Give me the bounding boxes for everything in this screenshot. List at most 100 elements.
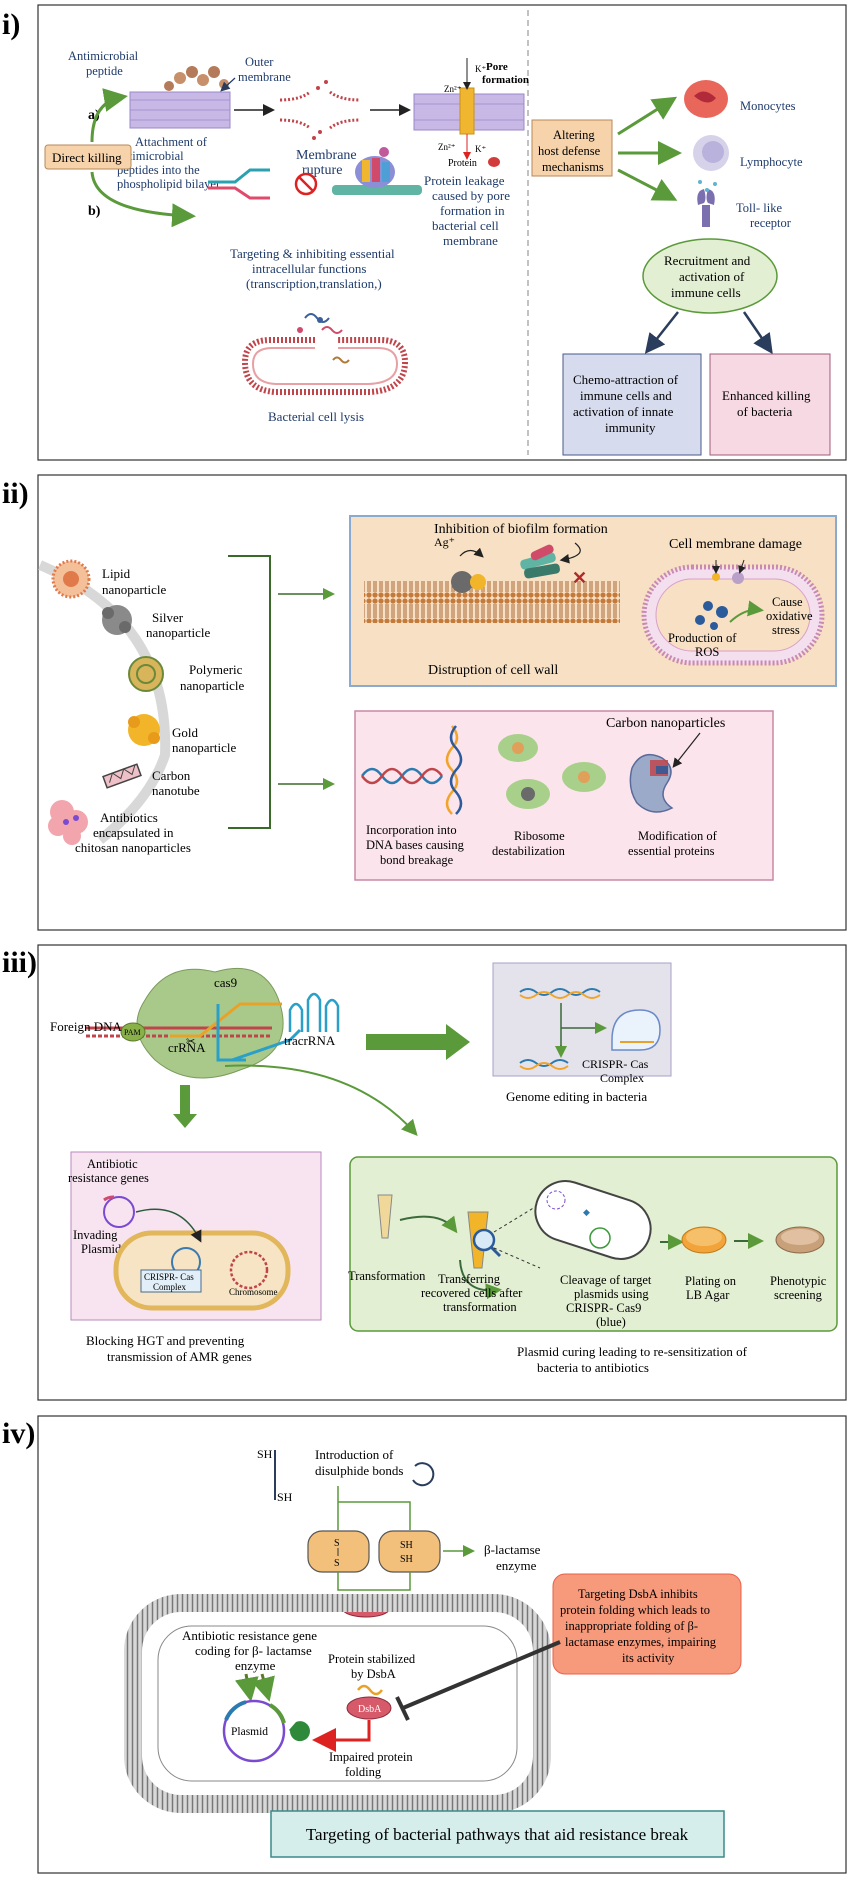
silver-nanoparticle-icon bbox=[102, 605, 132, 635]
membrane-bilayer bbox=[364, 581, 620, 623]
sh-top: SH bbox=[257, 1447, 273, 1461]
big-arrow-right bbox=[366, 1024, 470, 1060]
dna-strand-icon bbox=[208, 168, 270, 200]
agar-plate-icon bbox=[681, 1226, 727, 1254]
crispr-complex-icon bbox=[611, 1009, 661, 1051]
targeting-dsba-3: inappropriate folding of β- bbox=[565, 1619, 698, 1633]
down-arrow bbox=[173, 1085, 197, 1128]
dna-1: Incorporation into bbox=[366, 823, 457, 837]
antibiotics-1: Antibiotics bbox=[100, 810, 158, 825]
tube-icon bbox=[377, 1194, 393, 1239]
cleavage-3: CRISPR- Cas9 bbox=[566, 1301, 641, 1315]
protein-leakage-2: caused by pore bbox=[432, 188, 510, 203]
recruitment-ellipse bbox=[642, 238, 778, 314]
modification-1: Modification of bbox=[638, 829, 718, 843]
altering-3: mechanisms bbox=[542, 160, 604, 174]
recruitment-3: immune cells bbox=[671, 285, 741, 300]
invading-2: Plasmid bbox=[81, 1242, 122, 1256]
attachment-4: phospholipid bilayer bbox=[117, 177, 221, 191]
lipid-2: nanoparticle bbox=[102, 582, 166, 597]
ion-k-bottom: K⁺ bbox=[475, 144, 486, 154]
sh-r2: SH bbox=[400, 1554, 413, 1565]
pam-label: PAM bbox=[124, 1028, 141, 1037]
peptide-label-2: peptide bbox=[86, 64, 123, 78]
introduction-1: Introduction of bbox=[315, 1447, 394, 1462]
membrane-damage-label: Cell membrane damage bbox=[669, 537, 802, 552]
path-b-label: b) bbox=[88, 204, 101, 219]
cleavage-4: (blue) bbox=[596, 1315, 626, 1329]
summary-banner bbox=[270, 1810, 725, 1858]
ribosome-icon bbox=[498, 734, 606, 809]
nanoparticle-arc bbox=[38, 560, 171, 844]
dsba-cell-label: DsbA bbox=[358, 1704, 382, 1715]
plasmid-label: Plasmid bbox=[231, 1726, 268, 1738]
lysed-cell-icon bbox=[241, 313, 409, 395]
ribosome-2: destabilization bbox=[492, 844, 566, 858]
peptide-label-1: Antimicrobial bbox=[68, 49, 139, 63]
cas9-protein bbox=[136, 967, 284, 1079]
protein-structure-icon bbox=[629, 753, 674, 813]
crispr-box-1: CRISPR- Cas bbox=[144, 1272, 194, 1282]
membrane-rupture-1: Membrane bbox=[296, 148, 357, 163]
panel-label-iii: iii) bbox=[2, 946, 37, 979]
tube-magnifier-icon bbox=[467, 1211, 502, 1269]
chemo-2: immune cells and bbox=[580, 388, 672, 403]
polymeric-nanoparticle-icon bbox=[128, 656, 164, 692]
sh-r1: SH bbox=[400, 1540, 413, 1551]
cleavage-1: Cleavage of target bbox=[560, 1273, 652, 1287]
pacman-enzyme-icon bbox=[289, 1721, 310, 1742]
oxidative-3: stress bbox=[772, 623, 800, 637]
protein-leakage-5: membrane bbox=[443, 233, 498, 248]
ros-1: Production of bbox=[668, 631, 737, 645]
ros-2: ROS bbox=[695, 645, 719, 659]
dna-3: bond breakage bbox=[380, 853, 454, 867]
inhibition-line bbox=[402, 1640, 561, 1710]
chemo-3: activation of innate bbox=[573, 404, 674, 419]
screening-plate-icon bbox=[775, 1226, 825, 1254]
outer-membrane-label-1: Outer bbox=[245, 55, 274, 69]
oxidative-1: Cause bbox=[772, 595, 803, 609]
lymphocyte-label: Lymphocyte bbox=[740, 155, 803, 169]
panel-label-i: i) bbox=[2, 8, 20, 41]
dsba-cell-icon bbox=[346, 1696, 392, 1720]
curing-1: Plasmid curing leading to re-sensitizati… bbox=[517, 1344, 748, 1359]
attachment-3: peptides into the bbox=[117, 163, 200, 177]
targeting-dsba-2: protein folding which leads to bbox=[560, 1603, 710, 1617]
silver-2: nanoparticle bbox=[146, 625, 210, 640]
gold-1: Gold bbox=[172, 725, 199, 740]
ion-k-top: K⁺ bbox=[475, 64, 486, 74]
altering-box bbox=[531, 119, 613, 177]
stabilized-2: by DsbA bbox=[351, 1667, 396, 1681]
protein-leakage-3: formation in bbox=[440, 203, 505, 218]
ribosome-1: Ribosome bbox=[514, 829, 565, 843]
panel-iii: iii) cas9 PAM Foreign DNA crRNA tracrRNA… bbox=[2, 944, 847, 1401]
oxidative-2: oxidative bbox=[766, 609, 813, 623]
enhanced-2: of bacteria bbox=[737, 404, 792, 419]
protein-leakage-1: Protein leakage bbox=[424, 173, 505, 188]
targeting-dsba-box bbox=[552, 1573, 742, 1675]
monocytes-label: Monocytes bbox=[740, 99, 796, 113]
antibiotics-2: encapsulated in bbox=[93, 825, 174, 840]
tracrrna-hairpins-icon bbox=[288, 992, 340, 1032]
lysis-label: Bacterial cell lysis bbox=[268, 409, 364, 424]
stabilized-1: Protein stabilized bbox=[328, 1652, 416, 1666]
inhibition-label: Inhibition of biofilm formation bbox=[434, 522, 608, 537]
genome-editing-label: Genome editing in bacteria bbox=[506, 1089, 647, 1104]
recruitment-2: activation of bbox=[679, 269, 745, 284]
plating-2: LB Agar bbox=[686, 1288, 730, 1302]
tlr-label-1: Toll- like bbox=[736, 201, 782, 215]
ruptured-membrane-icon bbox=[279, 80, 361, 140]
plasmid-icon bbox=[222, 1699, 286, 1763]
blactamase-1: β-lactamse bbox=[484, 1542, 541, 1557]
panel-label-ii: ii) bbox=[2, 477, 29, 510]
chemo-box bbox=[562, 353, 702, 456]
enhanced-box bbox=[709, 353, 831, 456]
crispr-box-2: Complex bbox=[153, 1282, 186, 1292]
lymphocyte-icon bbox=[693, 135, 729, 171]
tlr-label-2: receptor bbox=[750, 216, 792, 230]
antibiotics-3: chitosan nanoparticles bbox=[75, 840, 191, 855]
invading-1: Invading bbox=[73, 1228, 118, 1242]
crrna-label: crRNA bbox=[168, 1040, 206, 1055]
toll-like-receptor-icon bbox=[697, 180, 717, 227]
disruption-label: Distruption of cell wall bbox=[428, 663, 558, 678]
